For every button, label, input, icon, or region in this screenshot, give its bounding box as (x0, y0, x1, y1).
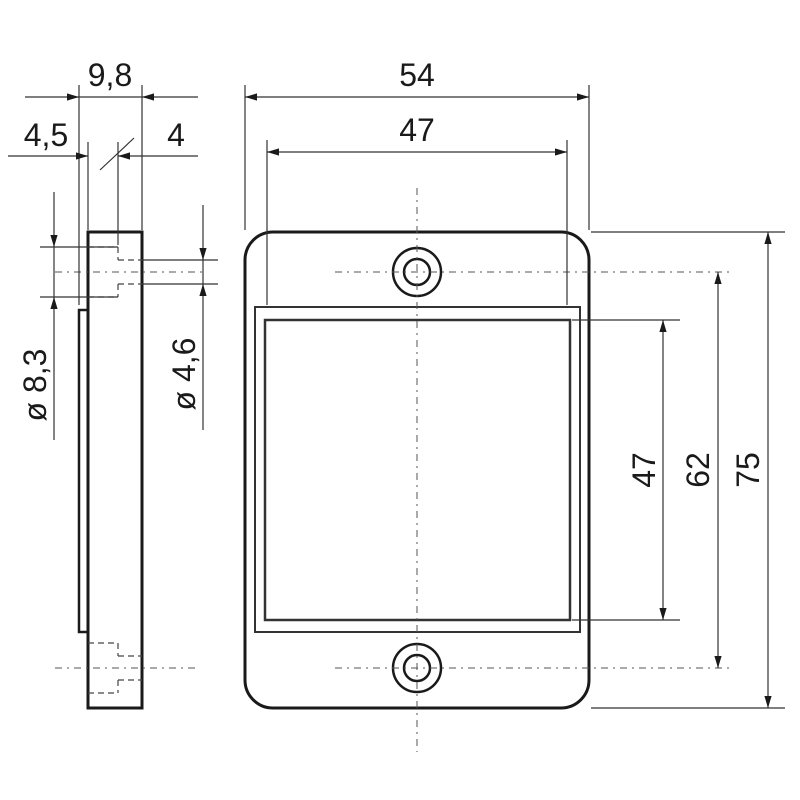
hole-diameter-label: ø 4,6 (166, 338, 202, 411)
dimension-overall-width: 54 (244, 57, 590, 230)
hole-spacing-label: 62 (680, 452, 716, 488)
side-body-outline (86, 230, 144, 710)
dimension-hole-spacing: 62 (680, 272, 722, 668)
dimension-counterbore-diameter: ø 8,3 (17, 192, 118, 440)
dimension-inner-width: 47 (266, 112, 568, 305)
counterbore-diameter-label: ø 8,3 (17, 349, 53, 422)
dimension-inner-height: 47 (572, 319, 680, 621)
dimension-total-depth: 9,8 (25, 57, 198, 305)
inner-height-label: 47 (626, 452, 662, 488)
dimension-hole-diameter: ø 4,6 (142, 205, 218, 430)
inner-width-label: 47 (399, 112, 435, 148)
overall-width-label: 54 (399, 57, 435, 93)
window-outer-edge (254, 306, 581, 633)
body-depth-label: 4 (167, 117, 185, 153)
flange-depth-label: 4,5 (24, 117, 68, 153)
front-view (243, 188, 732, 752)
dimension-overall-height: 75 (591, 231, 785, 709)
side-flange-outline (77, 308, 90, 634)
side-view (55, 230, 205, 710)
bottom-hidden-counterbore (88, 642, 142, 694)
total-depth-label: 9,8 (88, 57, 132, 93)
overall-height-label: 75 (730, 452, 766, 488)
dimension-flange-and-body-depth: 4,5 4 (8, 117, 198, 245)
